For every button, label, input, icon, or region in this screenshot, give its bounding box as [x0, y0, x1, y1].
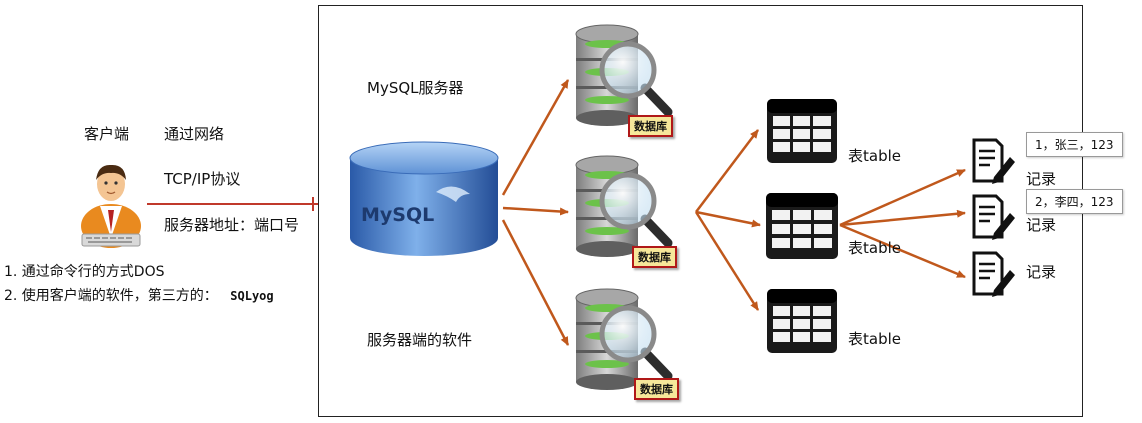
mysql-database-icon — [349, 141, 499, 256]
database-badge-3: 数据库 — [634, 378, 679, 400]
network-label: 通过网络 — [164, 125, 225, 143]
arrow-mysql-db2 — [502, 206, 569, 216]
record-value-1: 1，张三，123 — [1026, 132, 1123, 157]
arrow-db-table3 — [694, 211, 760, 311]
client-label: 客户端 — [84, 125, 130, 143]
arrow-table-record2 — [839, 209, 966, 227]
table-label-2: 表table — [848, 239, 901, 257]
arrow-db-table1 — [695, 129, 759, 213]
arrow-table-record3 — [839, 223, 966, 279]
record-icon-1 — [972, 138, 1015, 184]
database-icon-1 — [575, 24, 673, 126]
table-icon-3 — [767, 289, 837, 353]
table-label-3: 表table — [848, 330, 901, 348]
arrow-table-record1 — [839, 168, 966, 227]
record-label-3: 记录 — [1026, 263, 1057, 281]
protocol-label: TCP/IP协议 — [164, 170, 241, 188]
arrow-mysql-db1 — [501, 79, 570, 196]
database-icon-3 — [575, 288, 673, 390]
record-icon-3 — [972, 251, 1015, 297]
client-user-icon — [81, 164, 141, 248]
table-icon-2 — [766, 193, 838, 259]
table-label-1: 表table — [848, 147, 901, 165]
method-dos-text: 1. 通过命令行的方式DOS — [4, 264, 165, 280]
mysql-logo-text: MySQL — [361, 204, 435, 226]
arrow-mysql-db3 — [501, 219, 570, 346]
record-label-2: 记录 — [1026, 216, 1057, 234]
sqlyog-label: SQLyog — [230, 289, 274, 303]
database-badge-1: 数据库 — [628, 115, 673, 137]
table-icon-1 — [767, 99, 837, 163]
method-client-text: 2. 使用客户端的软件，第三方的： SQLyog — [4, 285, 274, 305]
method-client-prefix: 2. 使用客户端的软件，第三方的： — [4, 288, 218, 304]
database-icon-2 — [575, 155, 673, 257]
record-value-2: 2，李四，123 — [1026, 189, 1123, 214]
arrow-db-table2 — [695, 210, 761, 228]
address-label: 服务器地址：端口号 — [164, 216, 300, 234]
server-software-label: 服务器端的软件 — [367, 331, 473, 349]
server-title: MySQL服务器 — [367, 79, 464, 97]
record-icon-2 — [972, 194, 1015, 240]
database-badge-2: 数据库 — [632, 246, 677, 268]
record-label-1: 记录 — [1026, 170, 1057, 188]
